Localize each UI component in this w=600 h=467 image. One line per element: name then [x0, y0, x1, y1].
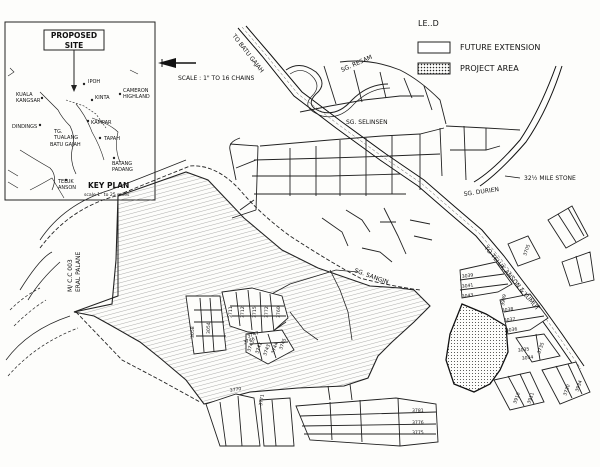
lot-number: 3730 [562, 384, 572, 397]
lot-number: 3934 [574, 380, 584, 393]
lot-number: 3741 [246, 340, 256, 353]
street-label-durien: SG. DURIEN [463, 186, 499, 198]
place-kampar: KAMPAR [91, 120, 112, 126]
north-arrow: SCALE : 1" TO 16 CHAINS [158, 58, 254, 82]
lot-number: 3771 [258, 394, 266, 407]
lot-number: 3772 [264, 306, 270, 318]
lot-number: 3034 [521, 354, 533, 362]
main-road-b [245, 25, 585, 367]
street-label-selinsen: SG. SELINSEN [346, 119, 388, 126]
scale-note: SCALE : 1" TO 16 CHAINS [178, 75, 254, 82]
mid-lots [185, 295, 227, 355]
lot-number: 3037 [503, 316, 515, 324]
site-label-1: PROPOSED [51, 31, 97, 40]
place-kangsar: KANGSAR [16, 98, 41, 104]
lot-number: 3760 [276, 306, 282, 318]
north-arrow-icon [158, 58, 176, 68]
place-tualang: TUALANG [53, 135, 78, 141]
legend-header: LE..D [418, 19, 439, 28]
place-tg: TG. [53, 129, 63, 135]
lot-number: 3705 [522, 244, 532, 257]
key-river [39, 91, 77, 175]
legend-swatch-future [417, 41, 451, 54]
lot-number: 3742 [254, 342, 264, 355]
lot-number: 3775 [412, 430, 424, 436]
place-cameron: CAMERON [123, 88, 149, 94]
milestone-label: 32½ MILE STONE [524, 175, 576, 182]
boundary-dashed [39, 165, 421, 291]
site-arrow-icon [71, 85, 77, 92]
key-plan-frame [4, 21, 156, 201]
reserve-label-1: M/ C.C 003 [67, 259, 74, 292]
lot-number: 3910 [512, 392, 522, 405]
lot-number: 3038 [501, 306, 513, 314]
lot-number: 3035 [517, 346, 529, 354]
key-coast [19, 149, 55, 191]
lot-number: 3043 [461, 292, 473, 300]
lot-number: 3746 [243, 336, 256, 346]
lot-number: 3039 [461, 272, 473, 280]
place-ipoh: IPOH [88, 79, 100, 85]
legend: LE..D FUTURE EXTENSION PROJECT AREA [417, 19, 540, 75]
lot-number: 3744 [270, 342, 280, 355]
river [285, 65, 389, 114]
reserve-label-2: ERAL PALANE [75, 252, 82, 292]
lot-number: 3743 [262, 344, 272, 357]
lot-number: 3054 [206, 322, 212, 334]
place-kuala: KUALA [16, 92, 33, 98]
bottom-lots [205, 383, 439, 447]
place-batu-gajah: BATU GAJAH [50, 142, 81, 148]
center-lots [221, 287, 295, 365]
place-highland: HIGHLAND [123, 94, 150, 100]
legend-swatch-project [417, 62, 451, 75]
place-teluk: TELUK [57, 179, 74, 185]
key-plan: PROPOSED SITE KUALA KANGSAR IPOH KINTA C… [4, 21, 156, 201]
lot-number: 3939 [500, 294, 508, 307]
lot-number: 3776 [412, 420, 424, 426]
lot-number: 3911 [526, 392, 536, 405]
place-tapah: TAPAH [103, 136, 120, 142]
key-plan-title: KEY PLAN [88, 181, 129, 190]
lot-number: 3745 [278, 338, 288, 351]
street-label-resam: SG. RESAM [340, 54, 373, 74]
lot-number: 3715 [252, 306, 258, 318]
place-dindings: DINDINGS [12, 124, 37, 130]
legend-label-future: FUTURE EXTENSION [460, 43, 540, 52]
legend-label-project: PROJECT AREA [460, 64, 519, 73]
lot-number: 3058 [190, 326, 196, 338]
site-label-2: SITE [65, 41, 83, 50]
place-batang: BATANG [112, 161, 132, 167]
lot-number: 3735 [536, 342, 546, 355]
place-padang: PADANG [112, 167, 133, 173]
lot-number: 3041 [461, 282, 473, 290]
lot-number: 3036 [505, 326, 517, 334]
right-lots [459, 205, 595, 411]
lot-number: 3711 [228, 306, 234, 318]
lot-number: 3781 [412, 408, 424, 414]
upper-road-network [229, 60, 521, 263]
lot-number: 3770 [229, 386, 242, 394]
project-area [445, 303, 509, 393]
place-anson: ANSON [58, 185, 76, 191]
key-plan-scale: scale 1" to 25 miles [84, 192, 130, 198]
place-kinta: KINTA [95, 95, 110, 101]
lot-number: 3747 [247, 330, 260, 340]
lot-number: 3712 [240, 306, 246, 318]
